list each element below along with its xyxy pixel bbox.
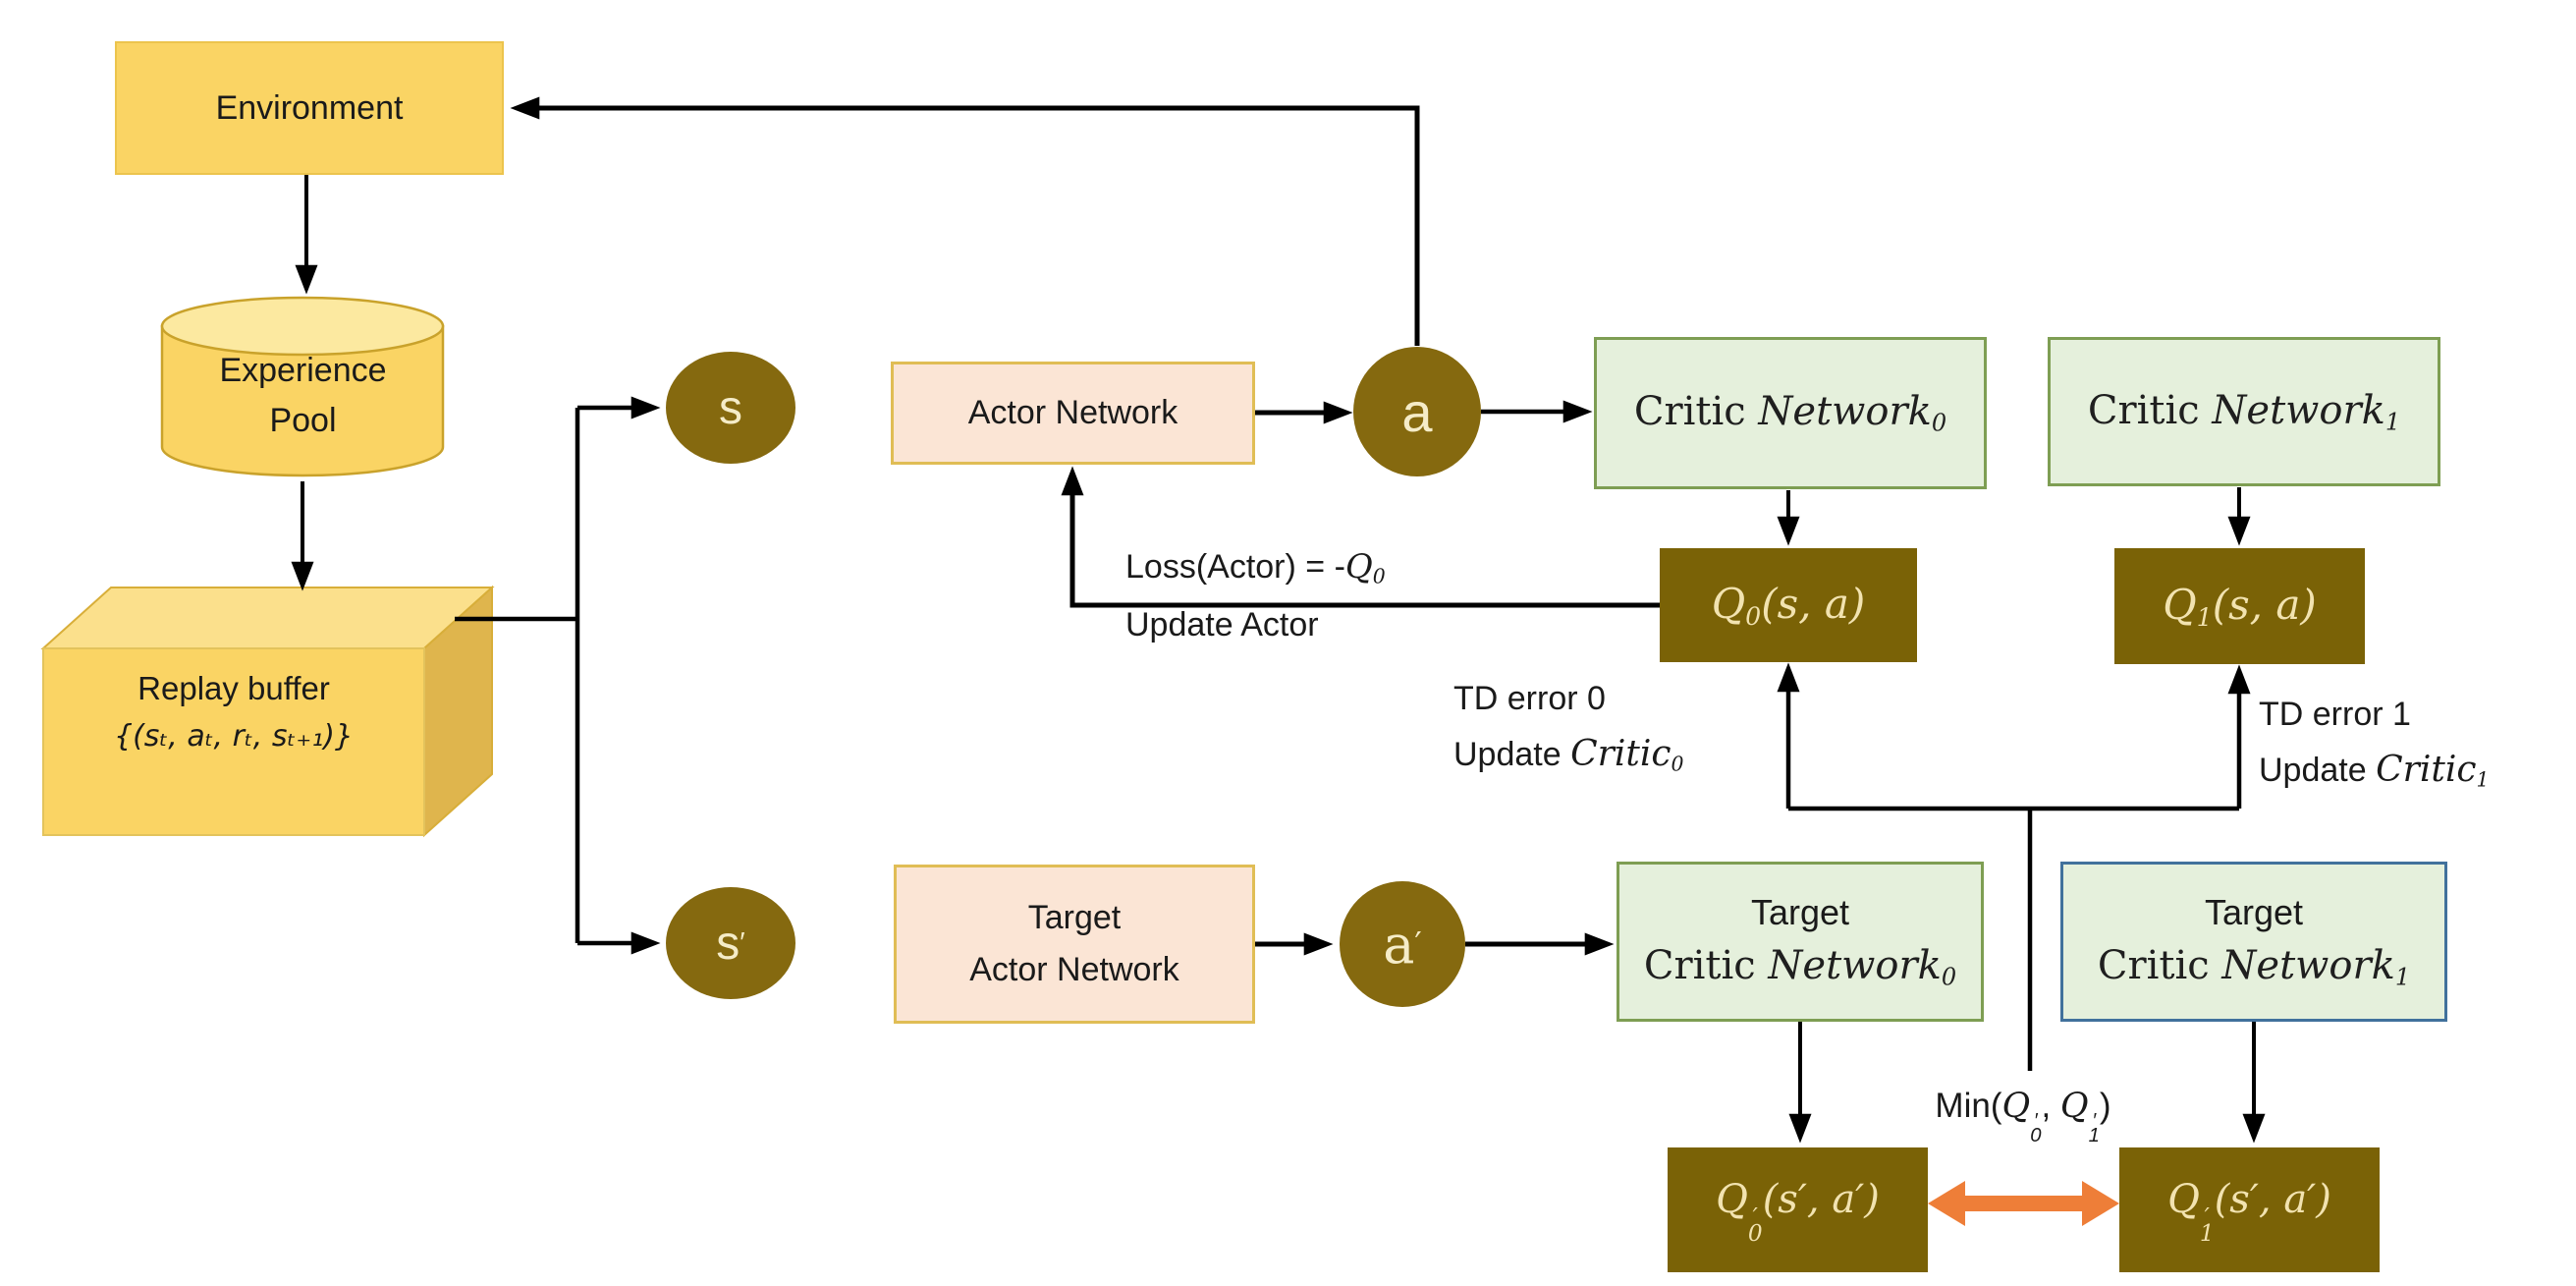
replay-buffer-front-face [42,647,425,836]
td-error1-annotation: TD error 1 Update Critic1 [2259,696,2490,792]
replay-buffer-title: Replay buffer [137,670,330,706]
environment-label: Environment [215,88,404,127]
q1-value-box: Q1(s, a) [2114,548,2365,664]
experience-pool-label: Experience Pool [219,352,387,439]
action-a-circle: a [1353,347,1481,476]
action-a-prime-circle: a′ [1340,881,1465,1007]
experience-pool-cylinder-top [160,296,445,357]
actor-network-label: Actor Network [967,394,1178,431]
q0-target-value-box: Q′0(s′, a′) [1668,1147,1928,1272]
target-critic-network1-box: Target Critic Network1 [2060,862,2447,1022]
min-q-annotation: Min(Q′0, Q′1) [1935,1087,2111,1147]
target-critic-network0-box: Target Critic Network0 [1617,862,1984,1022]
q0-value-box: Q0(s, a) [1660,548,1917,662]
target-actor-network-box: Target Actor Network [894,865,1255,1024]
replay-buffer-top-face [40,587,495,649]
td-error0-annotation: TD error 0 Update Critic0 [1453,680,1684,776]
critic-network1-box: Critic Network1 [2048,337,2440,486]
critic-network0-box: Critic Network0 [1594,337,1987,489]
environment-box: Environment [115,41,504,175]
replay-buffer-tuple: {(sₜ, aₜ, rₜ, sₜ₊₁)} [113,719,355,754]
min-double-arrow-right-head [2082,1181,2119,1226]
min-double-arrow-left-head [1928,1181,1965,1226]
replay-buffer-label: Replay buffer {(sₜ, aₜ, rₜ, sₜ₊₁)} [43,670,424,754]
arrow-q0-to-actor-update [1061,466,1660,608]
state-s-circle: s [666,352,795,464]
state-s-prime-circle: s′ [666,887,795,999]
q1-target-value-box: Q′1(s′, a′) [2119,1147,2380,1272]
actor-network-box: Actor Network [891,362,1255,465]
actor-loss-annotation: Loss(Actor) = -Q0 Update Actor [1125,547,1386,644]
arrow-a-to-environment [510,96,1420,346]
experience-pool-cylinder-body [160,324,445,477]
